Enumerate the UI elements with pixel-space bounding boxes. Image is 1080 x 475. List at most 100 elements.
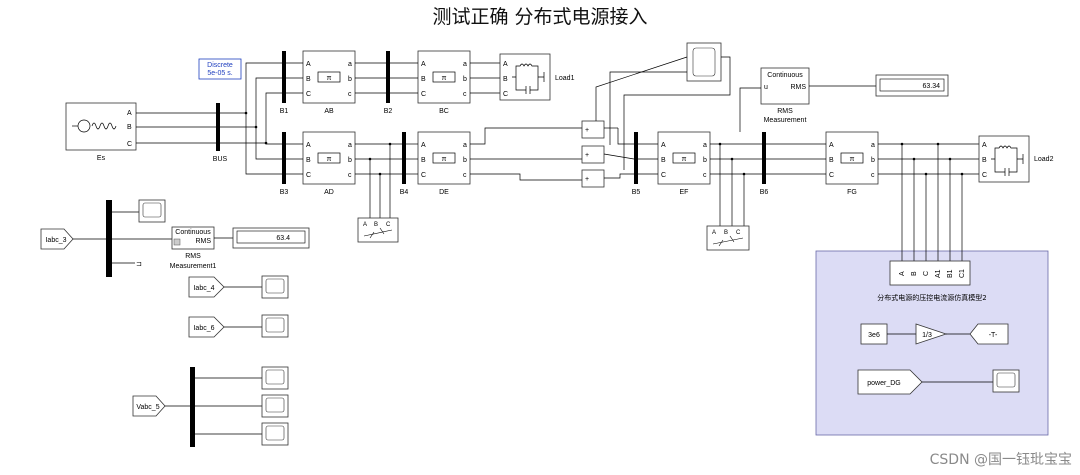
bus-b4-label: B4 (400, 189, 409, 196)
bus-b1[interactable] (282, 51, 286, 103)
load1-label: Load1 (555, 75, 575, 82)
dg-subsystem-caption: 分布式电源的压控电流源仿真模型2 (877, 293, 986, 302)
goto-tag-t[interactable]: -T- (969, 323, 1009, 345)
bus-b6[interactable] (762, 132, 766, 184)
line-block-ad[interactable]: A B C a b c π (302, 131, 356, 185)
demux-1[interactable] (106, 200, 112, 277)
port-label: a (703, 142, 707, 149)
meter-plus: + (585, 176, 589, 183)
port-label: b (348, 157, 352, 164)
port-label: B (421, 157, 426, 164)
fault-switch-icon (712, 235, 744, 247)
fault-port-b: B (724, 230, 728, 236)
load1-block[interactable]: A B C (499, 53, 551, 101)
rms1-name-2: Measurement1 (170, 263, 217, 270)
scope-vabc5-2[interactable] (261, 394, 289, 418)
from-tag-iabc4-label: Iabc_4 (193, 285, 214, 292)
port-label: C (306, 172, 311, 179)
port-label: C (503, 91, 508, 98)
port-label: c (463, 172, 467, 179)
pi-symbol: π (442, 156, 447, 163)
from-tag-iabc6[interactable]: Iabc_6 (188, 316, 225, 338)
scope-top[interactable] (686, 42, 722, 82)
fault-block-1[interactable]: A B C (357, 217, 399, 243)
line-block-ab[interactable]: A B C a b c π (302, 50, 356, 104)
demux-2[interactable] (190, 367, 195, 447)
from-tag-iabc4[interactable]: Iabc_4 (188, 276, 225, 298)
line-ef-label: EF (680, 189, 689, 196)
from-tag-iabc3-label: Iabc_3 (45, 237, 66, 244)
page-title: 测试正确 分布式电源接入 (432, 6, 648, 28)
from-tag-vabc5[interactable]: Vabc_5 (132, 395, 166, 417)
scope-iabc3[interactable] (138, 199, 166, 223)
rms-mode: Continuous (767, 72, 803, 79)
fault-port-c: C (736, 230, 741, 236)
powergui-step: 5e-05 s. (207, 70, 232, 77)
from-tag-iabc3[interactable]: Iabc_3 (40, 228, 74, 250)
dg-port-a1: A1 (935, 269, 942, 278)
line-block-ef[interactable]: A B C a b c π (657, 131, 711, 185)
port-label: A (306, 142, 311, 149)
rms-label: RMS (790, 84, 806, 91)
powergui-block[interactable]: Discrete 5e-05 s. (198, 58, 242, 80)
line-block-de[interactable]: A B C a b c π (417, 131, 471, 185)
gain-block[interactable]: 1/3 (915, 323, 948, 345)
rms-measurement1-block[interactable]: Continuous RMS (171, 226, 215, 250)
rms-name-2: Measurement (764, 117, 807, 124)
es-label: Es (97, 155, 106, 162)
meter-plus: + (585, 152, 589, 159)
dg-port-a: A (899, 271, 906, 276)
port-label: B (982, 157, 987, 164)
bus-b2[interactable] (386, 51, 390, 103)
rlc-load-icon (512, 63, 545, 94)
port-label: C (829, 172, 834, 179)
from-tag-power-dg[interactable]: power_DG (857, 369, 923, 395)
current-meter-a[interactable]: + (581, 120, 605, 139)
port-label: B (503, 76, 508, 83)
powergui-mode: Discrete (207, 62, 233, 69)
rms-measurement-block[interactable]: Continuous u RMS (760, 67, 810, 105)
fault-port-a: A (712, 230, 716, 236)
rms-display: 63.34 (875, 74, 949, 97)
port-label: C (421, 91, 426, 98)
bus-b3[interactable] (282, 132, 286, 184)
port-label: b (348, 76, 352, 83)
port-label: c (463, 91, 467, 98)
bus-b2-label: B2 (384, 108, 393, 115)
current-meter-b[interactable]: + (581, 145, 605, 164)
fault-port-c: C (386, 222, 391, 228)
port-label: C (421, 172, 426, 179)
port-label: A (829, 142, 834, 149)
dg-subsystem-block[interactable]: A B C A1 B1 C1 (889, 260, 971, 286)
constant-block[interactable]: 3e6 (860, 323, 888, 345)
port-label: a (348, 142, 352, 149)
from-tag-power-dg-label: power_DG (867, 380, 900, 387)
es-port-a: A (127, 110, 132, 117)
fault-block-2[interactable]: A B C (706, 225, 750, 251)
bus-b4[interactable] (402, 132, 406, 184)
port-label: c (348, 91, 352, 98)
fault-port-b: B (374, 222, 378, 228)
scope-iabc4[interactable] (261, 275, 289, 299)
scope-vabc5-1[interactable] (261, 366, 289, 390)
line-block-bc[interactable]: A B C a b c π (417, 50, 471, 104)
meter-plus: + (585, 127, 589, 134)
port-label: b (871, 157, 875, 164)
current-meter-c[interactable]: + (581, 169, 605, 188)
bus-b5-label: B5 (632, 189, 641, 196)
es-port-c: C (127, 141, 132, 148)
bus-main[interactable] (216, 103, 220, 151)
port-label: a (871, 142, 875, 149)
line-ad-label: AD (324, 189, 334, 196)
constant-value: 3e6 (868, 332, 880, 339)
port-label: C (306, 91, 311, 98)
bus-b5[interactable] (634, 132, 638, 184)
line-block-fg[interactable]: A B C a b c π (825, 131, 879, 185)
scope-power-dg[interactable] (992, 369, 1020, 393)
three-phase-source-es[interactable]: A B C (65, 102, 137, 151)
scope-vabc5-3[interactable] (261, 422, 289, 446)
scope-iabc6[interactable] (261, 314, 289, 338)
port-label: c (703, 172, 707, 179)
load2-block[interactable]: A B C (978, 135, 1030, 183)
line-ab-label: AB (324, 108, 334, 115)
